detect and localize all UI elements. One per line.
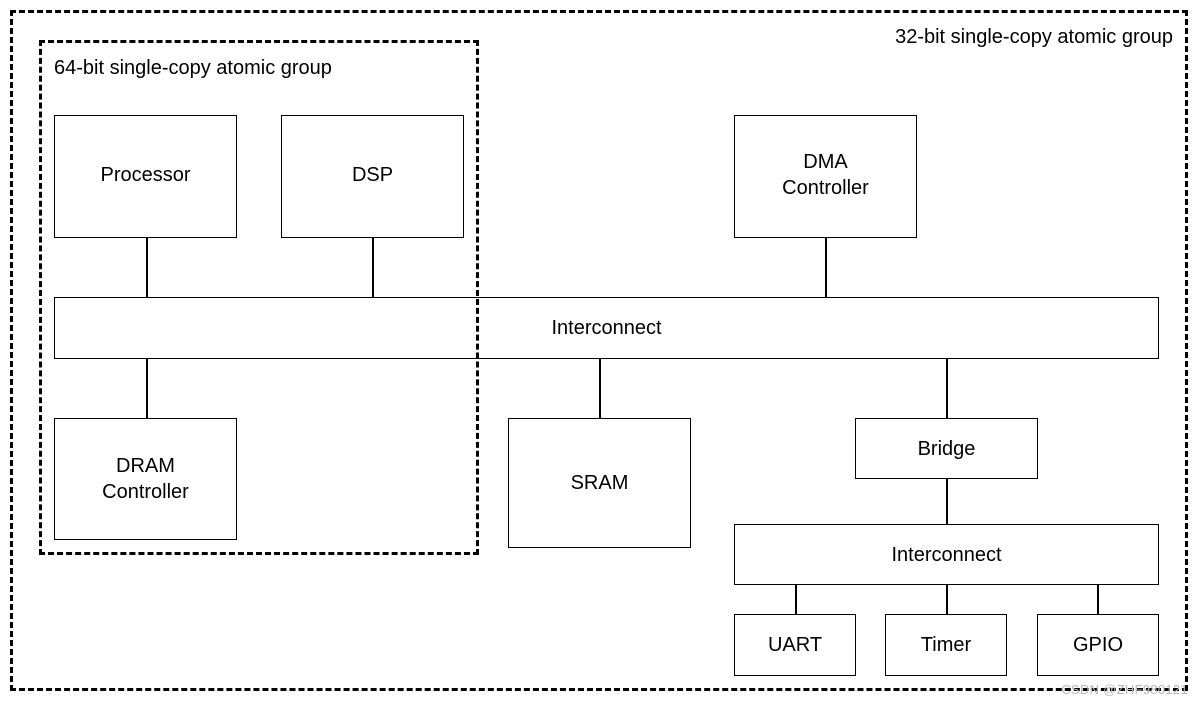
group-64bit-label: 64-bit single-copy atomic group bbox=[54, 57, 332, 79]
bridge-label: Bridge bbox=[917, 437, 976, 460]
watermark: CSDN @ZHF980121 bbox=[1061, 682, 1188, 697]
connector-interconnect-gpio bbox=[1097, 584, 1099, 615]
gpio-block: GPIO bbox=[1037, 614, 1159, 676]
connector-processor-interconnect bbox=[146, 237, 148, 298]
connector-dsp-interconnect bbox=[372, 237, 374, 298]
group-32bit-label: 32-bit single-copy atomic group bbox=[895, 26, 1173, 48]
uart-block: UART bbox=[734, 614, 856, 676]
dram-controller-label: DRAM Controller bbox=[102, 455, 189, 503]
dram-controller-block: DRAM Controller bbox=[54, 418, 237, 540]
connector-interconnect-timer bbox=[946, 584, 948, 615]
connector-interconnect-uart bbox=[795, 584, 797, 615]
uart-label: UART bbox=[767, 634, 823, 656]
connector-interconnect-sram bbox=[599, 358, 601, 419]
peripheral-interconnect-label: Interconnect bbox=[891, 543, 1002, 566]
sram-block: SRAM bbox=[508, 418, 691, 548]
bridge-block: Bridge bbox=[855, 418, 1038, 479]
gpio-label: GPIO bbox=[1072, 634, 1123, 656]
timer-label: Timer bbox=[920, 634, 972, 656]
connector-interconnect-dram bbox=[146, 358, 148, 419]
connector-dma-interconnect bbox=[825, 237, 827, 298]
dsp-block: DSP bbox=[281, 115, 464, 238]
processor-label: Processor bbox=[100, 164, 191, 186]
connector-interconnect-bridge bbox=[946, 358, 948, 419]
group-32bit-atomic: 32-bit single-copy atomic group bbox=[10, 10, 1188, 691]
main-interconnect-bar: Interconnect bbox=[54, 297, 1159, 359]
dsp-label: DSP bbox=[351, 164, 394, 186]
connector-bridge-interconnect bbox=[946, 478, 948, 525]
dma-controller-label: DMA Controller bbox=[782, 151, 869, 199]
peripheral-interconnect-bar: Interconnect bbox=[734, 524, 1159, 585]
sram-label: SRAM bbox=[570, 472, 629, 494]
main-interconnect-label: Interconnect bbox=[551, 317, 662, 339]
timer-block: Timer bbox=[885, 614, 1007, 676]
processor-block: Processor bbox=[54, 115, 237, 238]
dma-controller-block: DMA Controller bbox=[734, 115, 917, 238]
